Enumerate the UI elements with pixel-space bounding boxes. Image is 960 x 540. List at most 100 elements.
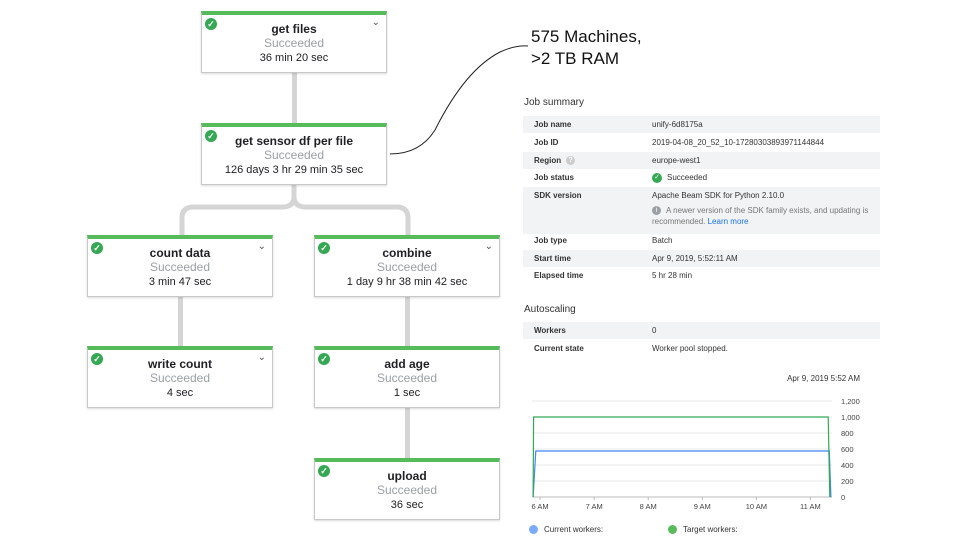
node-duration: 4 sec xyxy=(166,387,194,399)
row-value: unify-6d8175a xyxy=(652,120,703,129)
node-duration: 36 min 20 sec xyxy=(259,52,329,64)
success-check-icon: ✓ xyxy=(205,18,217,30)
node-status: Succeeded xyxy=(376,371,438,385)
success-check-icon: ✓ xyxy=(318,353,330,365)
job-summary-title: Job summary xyxy=(524,97,585,108)
sdk-note-text: A newer version of the SDK family exists… xyxy=(652,206,869,226)
node-name: write count xyxy=(147,357,212,371)
job-id-row: Job ID 2019-04-08_20_52_10-1728030389397… xyxy=(523,134,880,151)
success-check-icon: ✓ xyxy=(91,242,103,254)
success-check-icon: ✓ xyxy=(91,353,103,365)
legend-current-workers: Current workers: xyxy=(529,525,604,535)
row-label: Current state xyxy=(534,344,584,353)
y-tick-label: 1,200 xyxy=(841,397,860,406)
row-value: 5 hr 28 min xyxy=(652,271,693,280)
node-status: Succeeded xyxy=(263,148,325,162)
help-icon[interactable]: ? xyxy=(566,156,576,166)
pipeline-node-upload[interactable]: ✓ upload Succeeded 36 sec xyxy=(314,458,500,520)
sdk-version-row: SDK version Apache Beam SDK for Python 2… xyxy=(523,187,880,234)
node-name: add age xyxy=(384,357,430,371)
pipeline-node-get-files[interactable]: ✓ ⌄ get files Succeeded 36 min 20 sec xyxy=(201,11,387,73)
row-label: Region? xyxy=(534,152,576,169)
annotation-line-1: 575 Machines, xyxy=(531,27,642,46)
learn-more-link[interactable]: Learn more xyxy=(707,217,749,226)
success-check-icon: ✓ xyxy=(318,465,330,477)
x-tick-label: 11 AM xyxy=(800,502,821,511)
pipeline-node-add-age[interactable]: ✓ add age Succeeded 1 sec xyxy=(314,346,500,408)
node-name: get files xyxy=(271,22,317,36)
legend-swatch-target xyxy=(668,525,677,535)
chevron-down-icon[interactable]: ⌄ xyxy=(257,352,266,363)
edge-getfiles-sensor xyxy=(292,73,297,123)
row-label: Job name xyxy=(534,120,572,129)
node-duration: 3 min 47 sec xyxy=(148,276,212,288)
job-type-row: Job type Batch xyxy=(523,232,880,249)
chevron-down-icon[interactable]: ⌄ xyxy=(371,17,380,28)
node-name: get sensor df per file xyxy=(234,134,354,148)
job-name-row: Job name unify-6d8175a xyxy=(523,116,880,133)
row-value: Apr 9, 2019, 5:52:11 AM xyxy=(652,254,738,263)
annotation-connector xyxy=(389,45,529,155)
node-status: Succeeded xyxy=(149,260,211,274)
chart-timestamp: Apr 9, 2019 5:52 AM xyxy=(787,374,860,383)
x-tick-label: 6 AM xyxy=(532,502,549,511)
node-name: count data xyxy=(149,246,211,260)
row-value: europe-west1 xyxy=(652,156,701,165)
node-duration: 36 sec xyxy=(390,499,424,511)
edge-age-upload xyxy=(405,408,410,459)
autoscaling-title: Autoscaling xyxy=(524,304,576,315)
success-check-icon: ✓ xyxy=(318,242,330,254)
success-check-icon: ✓ xyxy=(205,130,217,142)
current-state-row: Current state Worker pool stopped. xyxy=(523,340,880,357)
region-label: Region xyxy=(534,156,562,165)
row-label: Start time xyxy=(534,254,571,263)
node-duration: 1 sec xyxy=(393,387,421,399)
row-value: Apache Beam SDK for Python 2.10.0 xyxy=(652,191,785,200)
node-status: Succeeded xyxy=(149,371,211,385)
node-status: Succeeded xyxy=(263,36,325,50)
workers-row: Workers 0 xyxy=(523,322,880,339)
y-tick-label: 200 xyxy=(841,477,854,486)
edge-combine-age xyxy=(405,296,410,346)
node-status: Succeeded xyxy=(376,260,438,274)
pipeline-node-write-count[interactable]: ✓ ⌄ write count Succeeded 4 sec xyxy=(87,346,273,408)
job-status-value: Succeeded xyxy=(667,173,708,182)
edge-split xyxy=(179,184,411,236)
node-duration: 126 days 3 hr 29 min 35 sec xyxy=(224,164,364,176)
x-tick-label: 10 AM xyxy=(746,502,767,511)
row-value: 0 xyxy=(652,326,657,335)
legend-target-workers: Target workers: xyxy=(668,525,738,535)
elapsed-time-row: Elapsed time 5 hr 28 min xyxy=(523,267,880,284)
y-tick-label: 0 xyxy=(841,493,845,502)
legend-label-current: Current workers: xyxy=(544,525,604,534)
pipeline-node-count-data[interactable]: ✓ ⌄ count data Succeeded 3 min 47 sec xyxy=(87,235,273,297)
node-name: upload xyxy=(387,469,427,483)
info-icon: i xyxy=(652,206,661,216)
pipeline-node-combine[interactable]: ✓ ⌄ combine Succeeded 1 day 9 hr 38 min … xyxy=(314,235,500,297)
chevron-down-icon[interactable]: ⌄ xyxy=(484,241,493,252)
legend-swatch-current xyxy=(529,525,538,535)
x-tick-label: 8 AM xyxy=(640,502,657,511)
row-label: Elapsed time xyxy=(534,271,584,280)
region-row: Region? europe-west1 xyxy=(523,152,880,169)
pipeline-node-get-sensor-df[interactable]: ✓ get sensor df per file Succeeded 126 d… xyxy=(201,123,387,185)
row-value: Batch xyxy=(652,236,673,245)
success-check-icon: ✓ xyxy=(652,172,662,183)
target-workers-line xyxy=(532,416,831,498)
node-duration: 1 day 9 hr 38 min 42 sec xyxy=(346,276,468,288)
row-value: 2019-04-08_20_52_10-17280303893971144844 xyxy=(652,138,825,147)
current-workers-line xyxy=(532,450,832,498)
row-label: Job ID xyxy=(534,138,559,147)
x-tick-label: 9 AM xyxy=(694,502,711,511)
chevron-down-icon[interactable]: ⌄ xyxy=(257,241,266,252)
row-label: SDK version xyxy=(534,191,582,200)
node-name: combine xyxy=(382,246,432,260)
row-label: Job type xyxy=(534,236,567,245)
row-value: ✓ Succeeded xyxy=(652,169,707,186)
row-label: Job status xyxy=(534,173,575,182)
job-status-row: Job status ✓ Succeeded xyxy=(523,169,880,186)
legend-label-target: Target workers: xyxy=(683,525,738,534)
row-label: Workers xyxy=(534,326,566,335)
y-tick-label: 1,000 xyxy=(841,413,860,422)
